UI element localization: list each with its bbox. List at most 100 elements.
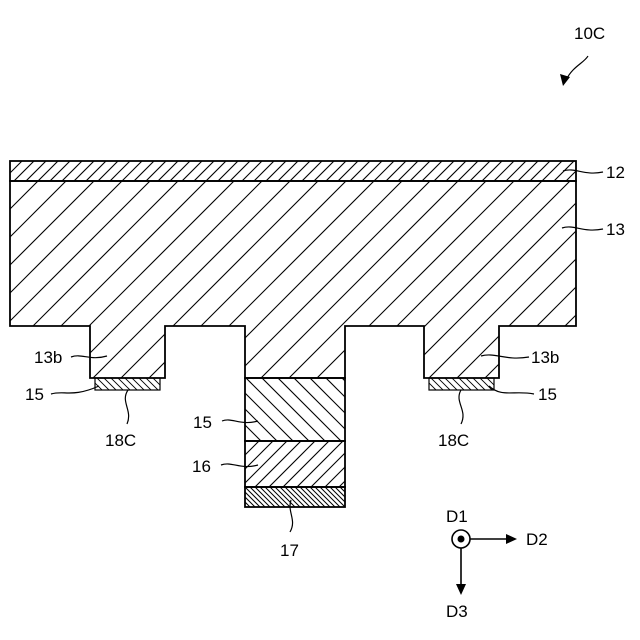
hatch-line bbox=[410, 161, 430, 181]
hatch-line bbox=[315, 487, 335, 507]
hatch-line bbox=[118, 378, 130, 390]
hatch-line bbox=[325, 441, 371, 487]
hatch-line bbox=[260, 487, 280, 507]
hatch-line bbox=[62, 161, 82, 181]
axis-d1-label: D1 bbox=[446, 507, 468, 526]
hatch-line bbox=[0, 161, 10, 181]
hatch-line bbox=[358, 378, 421, 441]
hatch-line bbox=[342, 378, 405, 441]
hatch-line bbox=[158, 161, 178, 181]
hatch-line bbox=[0, 181, 38, 378]
hatch-line bbox=[300, 487, 320, 507]
hatch-line bbox=[278, 378, 341, 441]
hatch-line bbox=[194, 161, 214, 181]
hatch-line bbox=[265, 487, 285, 507]
hatch-line bbox=[134, 161, 154, 181]
hatch-line bbox=[76, 378, 88, 390]
hatch-line bbox=[326, 378, 389, 441]
hatch-line bbox=[90, 378, 102, 390]
leader-16 bbox=[221, 464, 258, 467]
hatch-line bbox=[246, 378, 309, 441]
hatch-line bbox=[218, 161, 238, 181]
leader-15-right bbox=[489, 386, 534, 394]
hatch-line bbox=[240, 487, 260, 507]
hatch-line bbox=[146, 161, 166, 181]
hatch-line bbox=[266, 161, 286, 181]
hatch-line bbox=[278, 161, 298, 181]
hatch-line bbox=[325, 487, 345, 507]
hatch-line bbox=[501, 378, 513, 390]
hatch-line bbox=[290, 161, 310, 181]
hatch-line bbox=[367, 441, 413, 487]
hatch-line bbox=[338, 161, 358, 181]
film-15-center bbox=[245, 378, 345, 441]
hatch-line bbox=[398, 161, 418, 181]
hatch-line bbox=[381, 441, 427, 487]
hatch-line bbox=[86, 161, 106, 181]
hatch-line bbox=[110, 161, 130, 181]
label-15-right: 15 bbox=[538, 385, 557, 404]
hatch-line bbox=[160, 378, 172, 390]
hatch-line bbox=[153, 378, 165, 390]
hatch-line bbox=[146, 378, 158, 390]
hatch-line bbox=[434, 161, 454, 181]
hatch-line bbox=[38, 161, 58, 181]
hatch-line bbox=[578, 161, 598, 181]
hatch-line bbox=[417, 378, 429, 390]
hatch-line bbox=[182, 378, 245, 441]
hatch-line bbox=[345, 181, 542, 378]
hatch-line bbox=[542, 161, 562, 181]
layer-12-hatching bbox=[0, 161, 622, 181]
hatch-line bbox=[206, 161, 226, 181]
d3-arrow-head bbox=[456, 584, 466, 595]
hatch-line bbox=[139, 378, 151, 390]
hatch-line bbox=[458, 161, 478, 181]
hatch-line bbox=[569, 181, 640, 378]
hatch-line bbox=[269, 441, 315, 487]
hatch-line bbox=[213, 441, 259, 487]
hatch-line bbox=[431, 378, 443, 390]
hatch-line bbox=[275, 487, 295, 507]
hatch-line bbox=[50, 161, 70, 181]
hatch-line bbox=[289, 181, 486, 378]
hatch-line bbox=[122, 161, 142, 181]
hatch-line bbox=[302, 161, 322, 181]
hatch-line bbox=[345, 487, 365, 507]
hatch-line bbox=[355, 487, 375, 507]
hatch-line bbox=[445, 378, 457, 390]
hatch-line bbox=[362, 161, 382, 181]
hatch-line bbox=[424, 378, 436, 390]
hatch-line bbox=[250, 487, 270, 507]
hatch-line bbox=[121, 181, 318, 378]
hatch-line bbox=[225, 487, 245, 507]
film-15-left bbox=[95, 378, 160, 390]
hatch-line bbox=[429, 181, 626, 378]
hatch-line bbox=[370, 487, 390, 507]
hatch-line bbox=[230, 487, 250, 507]
hatch-line bbox=[0, 181, 10, 378]
label-13b-left: 13b bbox=[34, 348, 62, 367]
leader-13b-right bbox=[481, 355, 529, 358]
axis-d2-label: D2 bbox=[526, 530, 548, 549]
hatch-line bbox=[2, 161, 22, 181]
hatch-line bbox=[317, 181, 514, 378]
hatch-line bbox=[310, 378, 373, 441]
hatch-line bbox=[255, 441, 301, 487]
layer-16 bbox=[245, 441, 345, 487]
label-12: 12 bbox=[606, 163, 625, 182]
hatch-line bbox=[37, 181, 234, 378]
hatch-line bbox=[506, 161, 526, 181]
hatch-line bbox=[482, 161, 502, 181]
hatch-line bbox=[473, 378, 485, 390]
leader-12 bbox=[563, 170, 603, 173]
hatch-line bbox=[125, 378, 137, 390]
hatch-line bbox=[438, 378, 450, 390]
hatch-line bbox=[452, 378, 464, 390]
label-16: 16 bbox=[192, 457, 211, 476]
hatch-line bbox=[254, 161, 274, 181]
hatch-line bbox=[245, 487, 265, 507]
hatch-line bbox=[255, 487, 275, 507]
d1-dot bbox=[458, 536, 465, 543]
hatch-line bbox=[242, 161, 262, 181]
hatch-line bbox=[294, 378, 357, 441]
